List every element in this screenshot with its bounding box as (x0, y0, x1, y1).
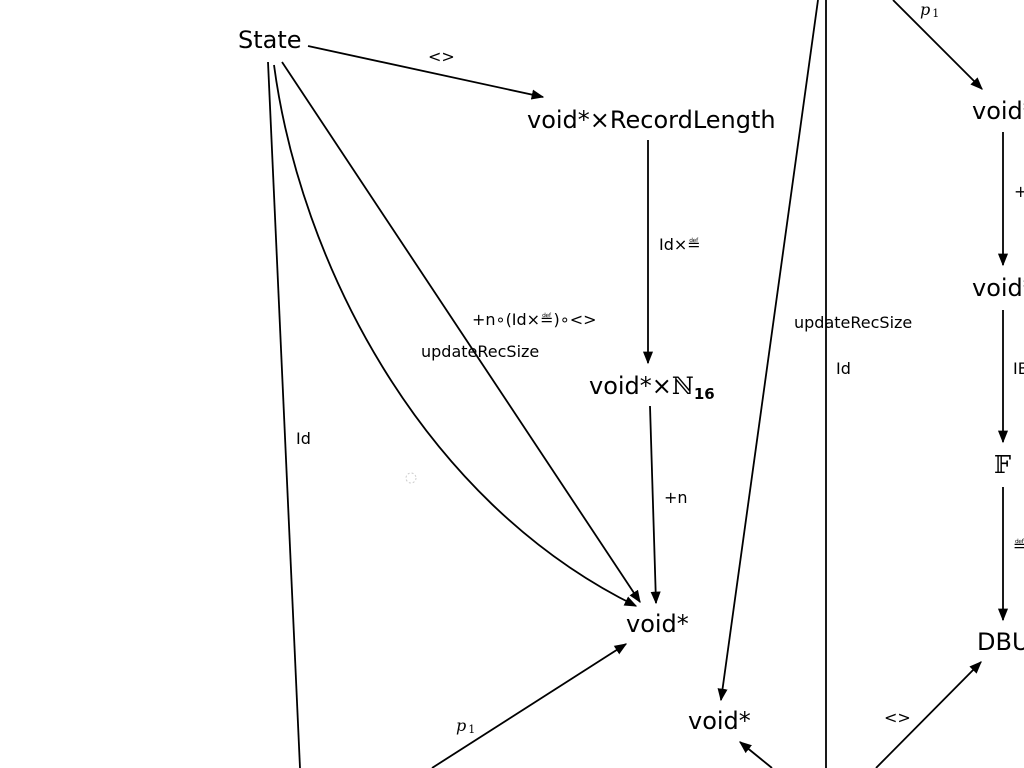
label-compose: +n∘(Id×≝)∘<> (472, 310, 597, 329)
label-pair-bottom: <> (884, 708, 911, 727)
edge-state-to-void-straight (281, 61, 641, 604)
label-update-left: updateRecSize (421, 342, 539, 361)
faint-dot-marker (405, 472, 417, 484)
node-void-center: void* (626, 610, 689, 638)
node-void-right-top: void* (972, 97, 1024, 125)
edge-bottom-to-void-p1 (431, 643, 628, 768)
label-id-left: Id (296, 429, 311, 448)
edge-bottom-to-void-lower (739, 741, 773, 768)
node-state: State (238, 26, 302, 54)
node-void-lower: void* (688, 707, 751, 735)
label-plus-right: + (1014, 182, 1024, 201)
label-plus-n: +n (664, 488, 688, 507)
edge-bottom-to-dbu (875, 661, 982, 768)
node-void-n16-prefix: void*× (589, 372, 672, 400)
label-def-right: ≝ (1013, 536, 1024, 555)
node-void-n16: void*×ℕ16 (589, 372, 715, 403)
label-ib-right: IB (1013, 359, 1024, 378)
label-pair: <> (428, 47, 455, 66)
edge-top-to-void-lower (717, 0, 819, 702)
edge-state-down-id (267, 61, 301, 768)
node-f-symbol: 𝔽 (994, 451, 1011, 479)
edge-void-n16-to-void (649, 405, 661, 605)
label-update-mid: updateRecSize (794, 313, 912, 332)
edge-state-to-void-curved (273, 64, 638, 607)
node-dbu: DBU (977, 628, 1024, 656)
node-record-pair: void*×RecordLength (527, 106, 776, 134)
n16-subscript: 16 (694, 385, 715, 403)
n16-symbol: ℕ (672, 372, 694, 400)
edge-state-to-record-pair (307, 45, 545, 100)
label-id-def: Id×≝ (659, 235, 701, 254)
edge-top-to-void-right-p1 (892, 0, 983, 90)
node-void-right-mid: void* (972, 274, 1024, 302)
label-id-mid: Id (836, 359, 851, 378)
